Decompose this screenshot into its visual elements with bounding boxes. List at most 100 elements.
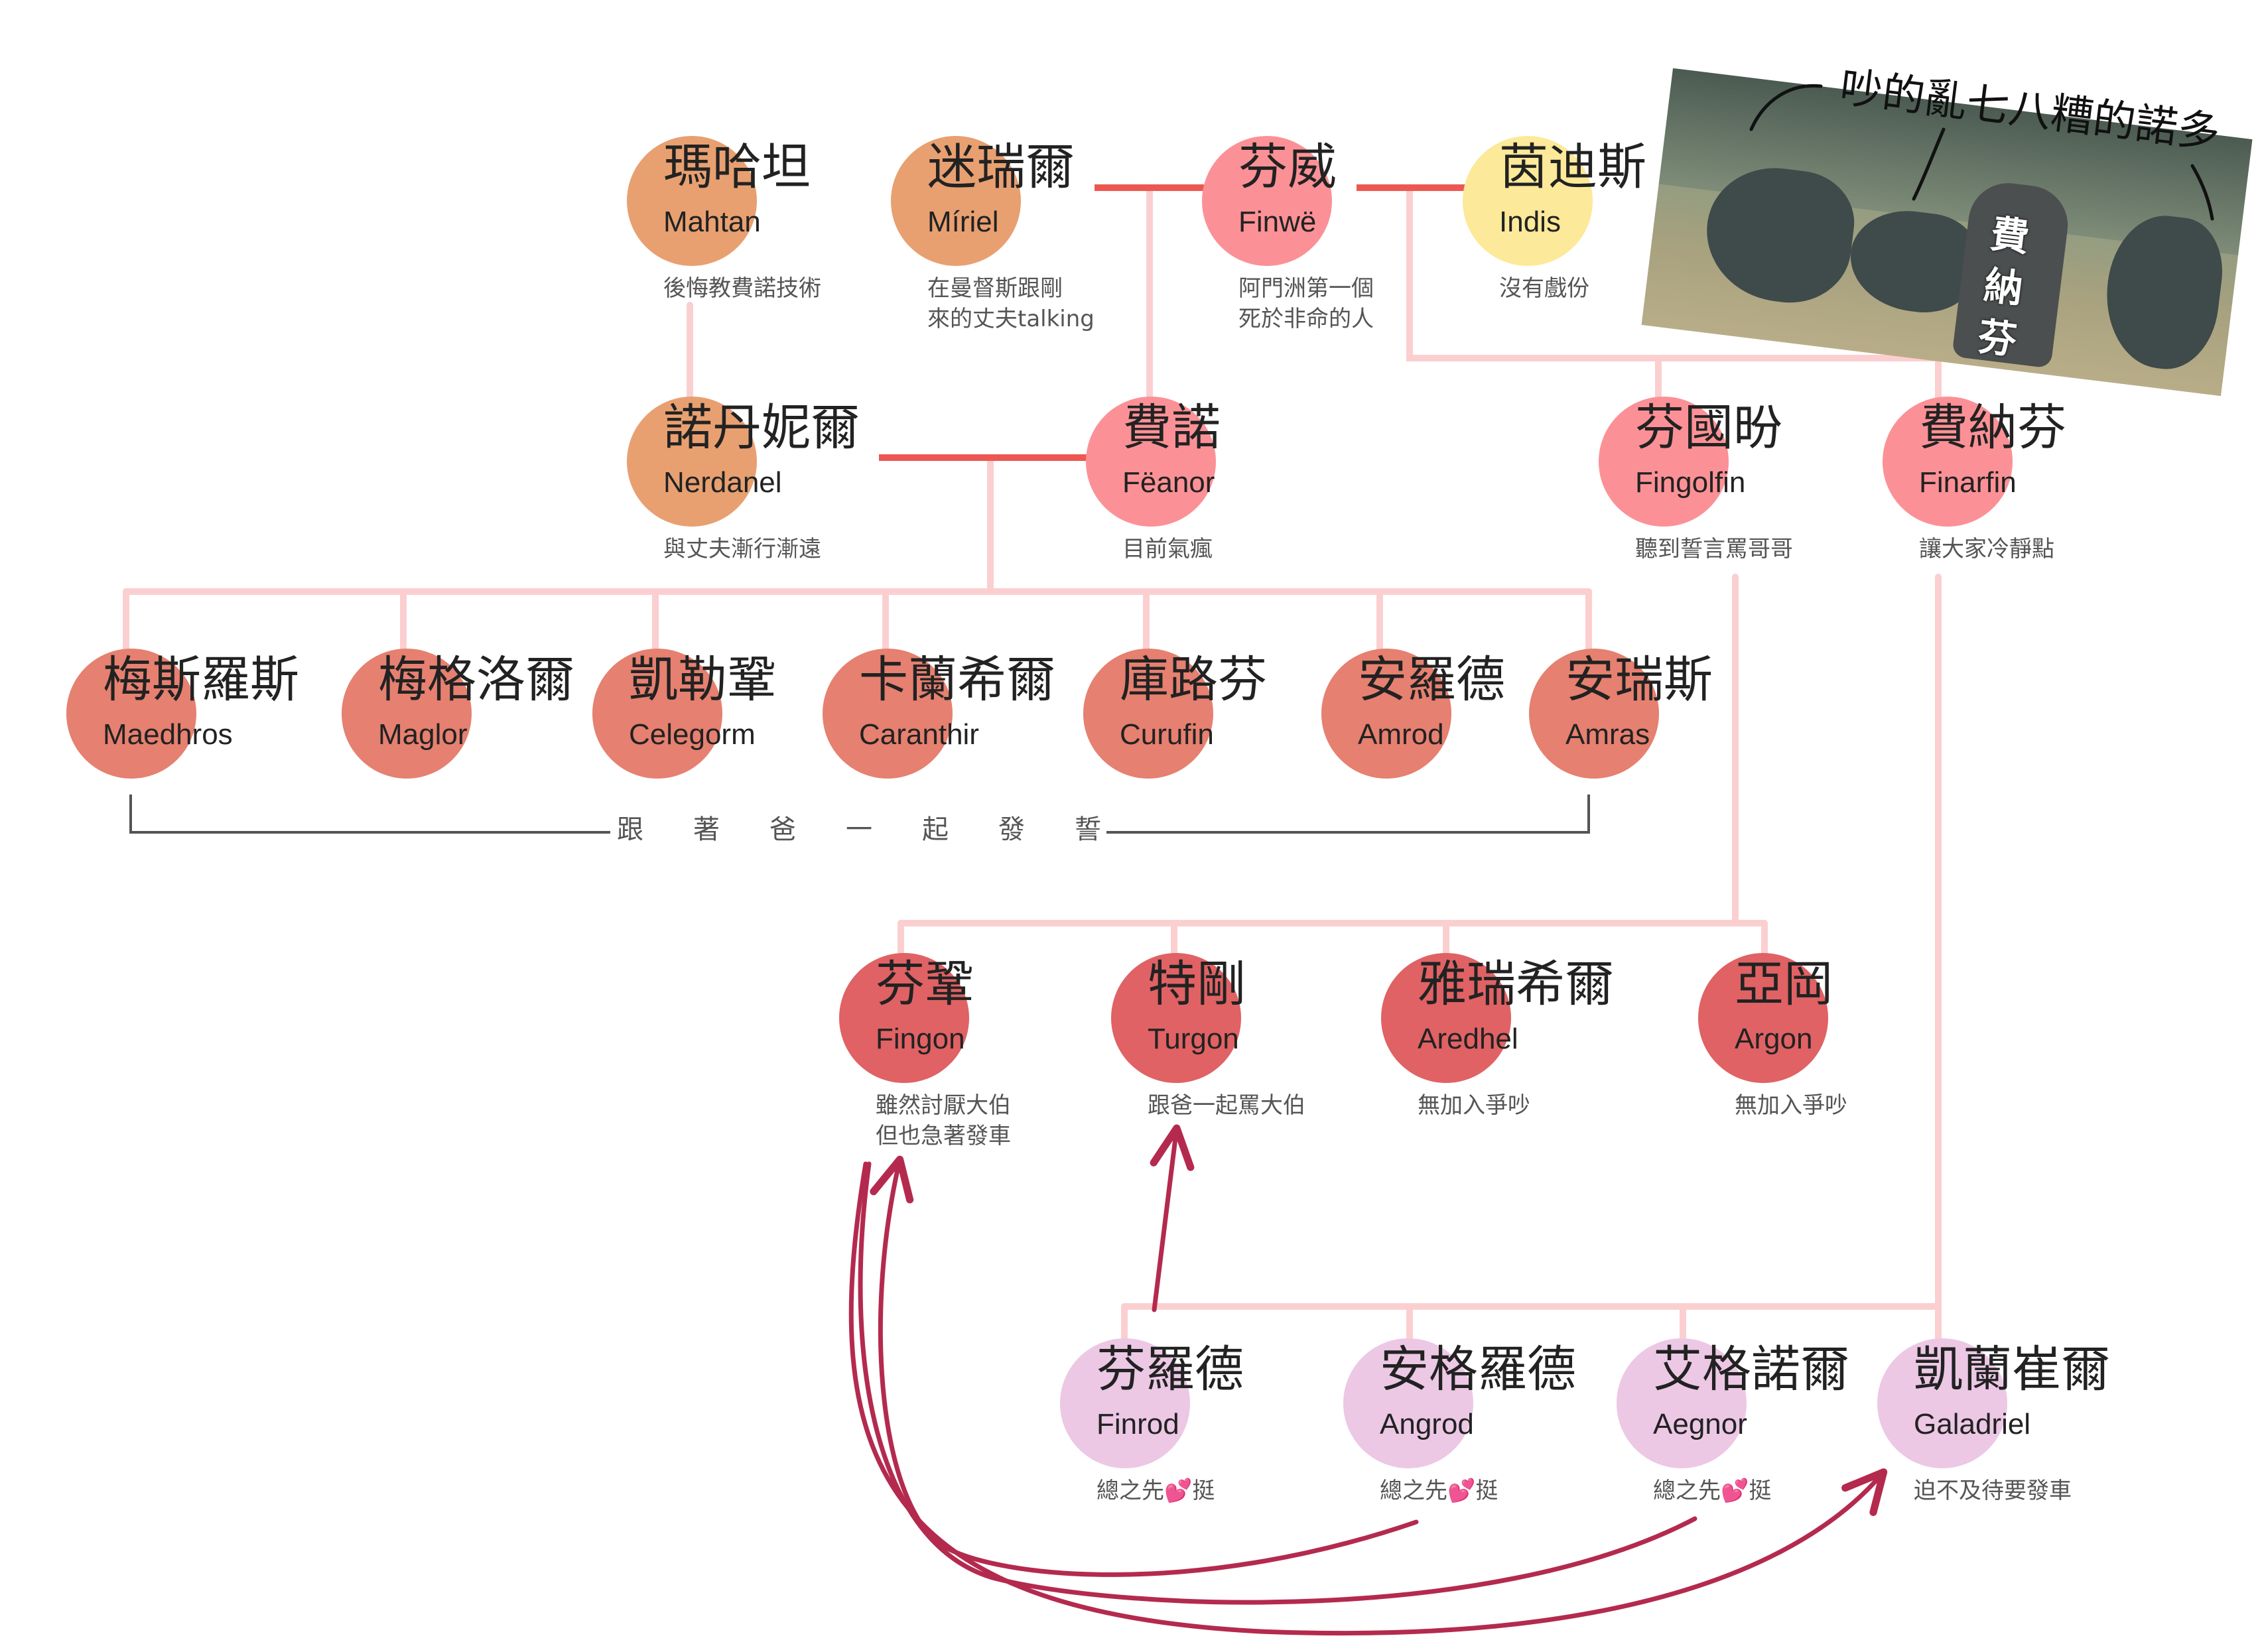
person-circle	[1599, 397, 1729, 527]
person-note: 與丈夫漸行漸遠	[663, 534, 821, 564]
person-name-en: Indis	[1499, 206, 1561, 238]
arrow-finrod-to-turgon	[1150, 1124, 1195, 1312]
person-name-en: Maglor	[378, 718, 468, 751]
person-circle	[1083, 649, 1213, 779]
person-note-line: 與丈夫漸行漸遠	[663, 536, 821, 562]
person-note: 總之先💕挺	[1097, 1476, 1215, 1506]
oath-label-char: 發	[998, 814, 1025, 845]
person-circle	[1883, 397, 2013, 527]
person-circle	[342, 649, 472, 779]
person-circle	[66, 649, 196, 779]
person-circle	[1381, 953, 1511, 1083]
person-name-en: Míriel	[927, 206, 999, 238]
person-name-zh: 芬威	[1238, 139, 1337, 196]
person-name-zh: 安羅德	[1358, 651, 1505, 708]
person-name-zh: 安格羅德	[1380, 1341, 1576, 1398]
person-note-line: 跟爸一起罵大伯	[1148, 1092, 1305, 1119]
person-circle	[1343, 1338, 1473, 1468]
person-note-line: 阿門洲第一個	[1238, 275, 1374, 302]
person-circle	[1086, 397, 1216, 527]
person-name-en: Amrod	[1358, 718, 1444, 751]
oath-label-char: 著	[693, 814, 720, 845]
person-circle	[627, 397, 757, 527]
person-note-line: 總之先💕挺	[1653, 1478, 1772, 1504]
person-note: 總之先💕挺	[1653, 1476, 1771, 1506]
person-note: 沒有戲份	[1499, 273, 1589, 304]
person-name-en: Argon	[1735, 1023, 1813, 1055]
person-name-en: Finwë	[1238, 206, 1317, 238]
person-name-zh: 迷瑞爾	[927, 139, 1075, 196]
person-note: 總之先💕挺	[1380, 1476, 1498, 1506]
person-name-zh: 芬鞏	[876, 956, 974, 1013]
person-circle	[1463, 136, 1593, 266]
arrow-angrod-to-fingon	[870, 1155, 1419, 1577]
person-circle	[1202, 136, 1332, 266]
person-note-line: 讓大家冷靜點	[1919, 536, 2054, 562]
person-name-zh: 庫路芬	[1120, 651, 1267, 708]
oath-label: 跟著爸一起發誓	[617, 808, 1101, 846]
person-circle	[1111, 953, 1241, 1083]
person-note-line: 聽到誓言罵哥哥	[1635, 536, 1793, 562]
person-name-en: Angrod	[1380, 1408, 1474, 1440]
person-name-en: Curufin	[1120, 718, 1214, 751]
person-note-line: 但也急著發車	[876, 1123, 1011, 1149]
person-name-zh: 茵迪斯	[1499, 139, 1646, 196]
person-name-zh: 凱蘭崔爾	[1914, 1341, 2110, 1398]
person-name-en: Caranthir	[859, 718, 979, 751]
person-circle	[627, 136, 757, 266]
person-note-line: 後悔教費諾技術	[663, 275, 821, 302]
person-name-zh: 凱勒鞏	[629, 651, 776, 708]
person-name-en: Fingon	[876, 1023, 965, 1055]
person-name-en: Mahtan	[663, 206, 761, 238]
person-note: 無加入爭吵	[1418, 1090, 1530, 1121]
photo-caption-char: 芬	[1975, 314, 2019, 363]
person-note: 目前氣瘋	[1122, 534, 1213, 564]
person-name-zh: 瑪哈坦	[663, 139, 811, 196]
person-note-line: 在曼督斯跟剛	[927, 275, 1063, 302]
person-name-zh: 特剛	[1148, 956, 1246, 1013]
person-name-en: Amras	[1565, 718, 1650, 751]
person-note: 迫不及待要發車	[1914, 1476, 2072, 1506]
person-name-en: Finrod	[1097, 1408, 1179, 1440]
person-name-en: Maedhros	[103, 718, 233, 751]
oath-label-char: 跟	[617, 814, 643, 845]
person-note: 聽到誓言罵哥哥	[1635, 534, 1793, 564]
person-note: 阿門洲第一個死於非命的人	[1238, 273, 1374, 334]
person-circle	[592, 649, 722, 779]
person-circle	[1060, 1338, 1190, 1468]
person-name-en: Galadriel	[1914, 1408, 2031, 1440]
person-note-line: 目前氣瘋	[1122, 536, 1213, 562]
person-name-en: Turgon	[1148, 1023, 1239, 1055]
arrow-fingon-to-galadriel	[848, 1161, 1888, 1636]
person-note: 無加入爭吵	[1735, 1090, 1847, 1121]
person-name-en: Aegnor	[1653, 1408, 1747, 1440]
oath-label-char: 爸	[769, 814, 796, 845]
person-name-en: Fingolfin	[1635, 466, 1746, 499]
person-name-zh: 諾丹妮爾	[663, 399, 860, 456]
person-note-line: 雖然討厭大伯	[876, 1092, 1011, 1119]
person-name-zh: 梅斯羅斯	[103, 651, 299, 708]
marriage-lines	[879, 184, 1466, 461]
person-name-en: Fëanor	[1122, 466, 1215, 499]
person-note-line: 總之先💕挺	[1380, 1478, 1498, 1504]
person-name-zh: 安瑞斯	[1565, 651, 1713, 708]
person-name-zh: 芬國昐	[1635, 399, 1782, 456]
person-note-line: 來的丈夫talking	[927, 306, 1095, 332]
person-name-zh: 芬羅德	[1097, 1341, 1244, 1398]
oath-label-char: 一	[846, 814, 872, 845]
person-circle	[891, 136, 1021, 266]
person-circle	[839, 953, 969, 1083]
person-name-zh: 梅格洛爾	[378, 651, 574, 708]
person-name-zh: 費納芬	[1919, 399, 2066, 456]
person-note: 讓大家冷靜點	[1919, 534, 2054, 564]
person-name-en: Finarfin	[1919, 466, 2017, 499]
person-circle	[1617, 1338, 1747, 1468]
photo-caption-char: 費	[1988, 211, 2032, 261]
person-name-en: Aredhel	[1418, 1023, 1518, 1055]
person-name-zh: 亞岡	[1735, 956, 1833, 1013]
person-circle	[1698, 953, 1828, 1083]
person-name-en: Celegorm	[629, 718, 756, 751]
photo-caption-char: 納	[1981, 262, 2026, 312]
